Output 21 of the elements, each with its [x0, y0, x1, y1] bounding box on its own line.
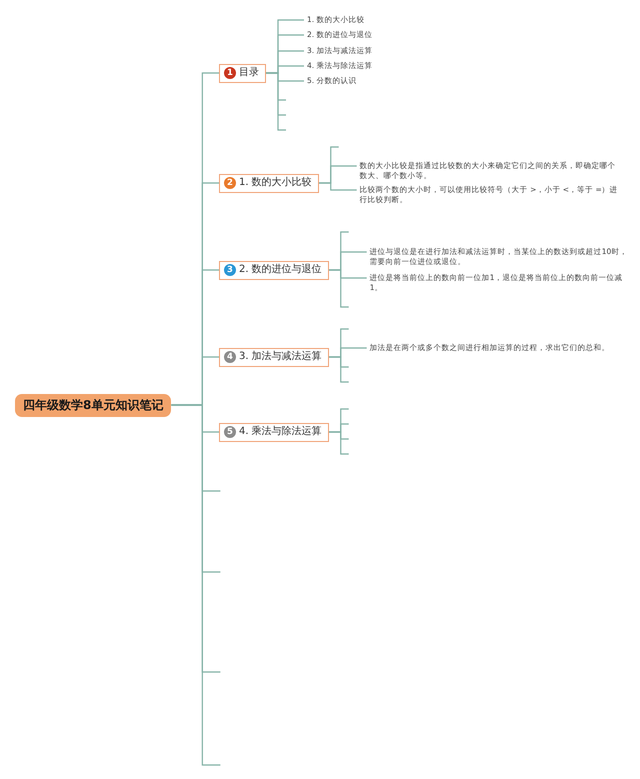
topic-title: 4. 乘法与除法运算 — [239, 426, 322, 438]
topic-title: 目录 — [239, 67, 259, 79]
number-badge: 4 — [224, 351, 236, 363]
number-badge: 5 — [224, 426, 236, 438]
connector-line — [266, 72, 286, 131]
number-badge: 2 — [224, 177, 236, 189]
topic-box — [219, 422, 329, 442]
topic-box — [219, 64, 266, 82]
connector-line — [318, 182, 357, 191]
topic-title: 2. 数的进位与退位 — [239, 264, 322, 276]
central-topic: 四年级数学8单元知识笔记 — [15, 394, 172, 416]
topic-box — [219, 260, 329, 280]
connector-line — [328, 269, 349, 308]
topic-title: 3. 加法与减法运算 — [239, 351, 322, 363]
topic-box — [219, 348, 329, 366]
topic-title: 1. 数的大小比较 — [239, 177, 312, 189]
number-badge: 1 — [224, 67, 236, 79]
connector-line — [328, 356, 349, 383]
topic-box — [219, 174, 319, 192]
number-badge: 3 — [224, 264, 236, 276]
connector-line — [328, 431, 349, 455]
